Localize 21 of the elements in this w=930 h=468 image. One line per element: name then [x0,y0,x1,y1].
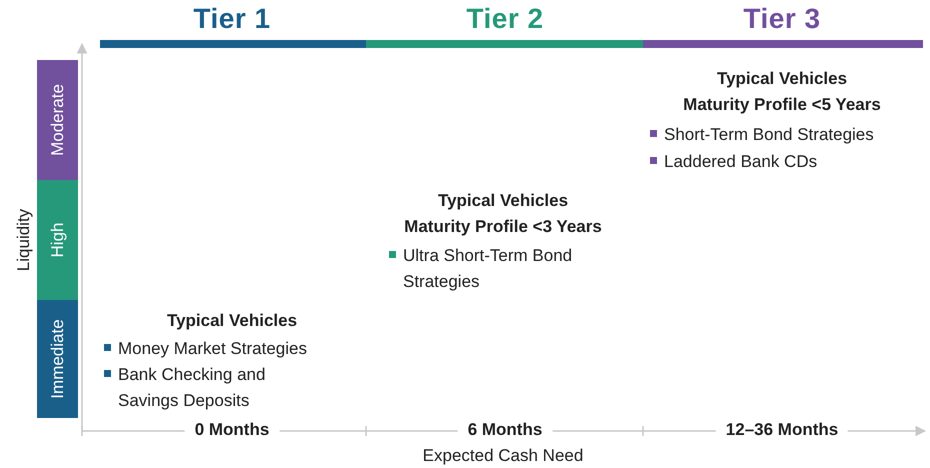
list-item-text: Ultra Short-Term Bond Strategies [403,245,573,293]
axis-title: Liquidity [14,208,34,272]
tier-heading: Tier 3 [743,3,821,35]
section-heading: Typical Vehicles [438,191,568,211]
list-item-text: Short-Term Bond Strategies [664,124,874,146]
section-heading: Maturity Profile <3 Years [404,217,602,237]
axis-title: Expected Cash Need [422,446,584,466]
liquidity-band [37,300,78,418]
band-label: Immediate [48,319,68,399]
section-heading: Typical Vehicles [166,311,298,331]
liquidity-band [37,60,78,180]
list-item-text: Laddered Bank CDs [664,151,818,173]
tier-heading: Tier 1 [193,3,271,35]
section-heading: Maturity Profile <5 Years [683,95,881,115]
band-label: High [48,222,68,258]
list-item-text: Bank Checking and Savings Deposits [118,364,266,412]
band-label: Moderate [48,84,68,156]
liquidity-band [37,180,78,300]
tier-heading: Tier 2 [466,3,544,35]
list-item-text: Money Market Strategies [118,338,307,360]
section-heading: Typical Vehicles [716,69,848,89]
